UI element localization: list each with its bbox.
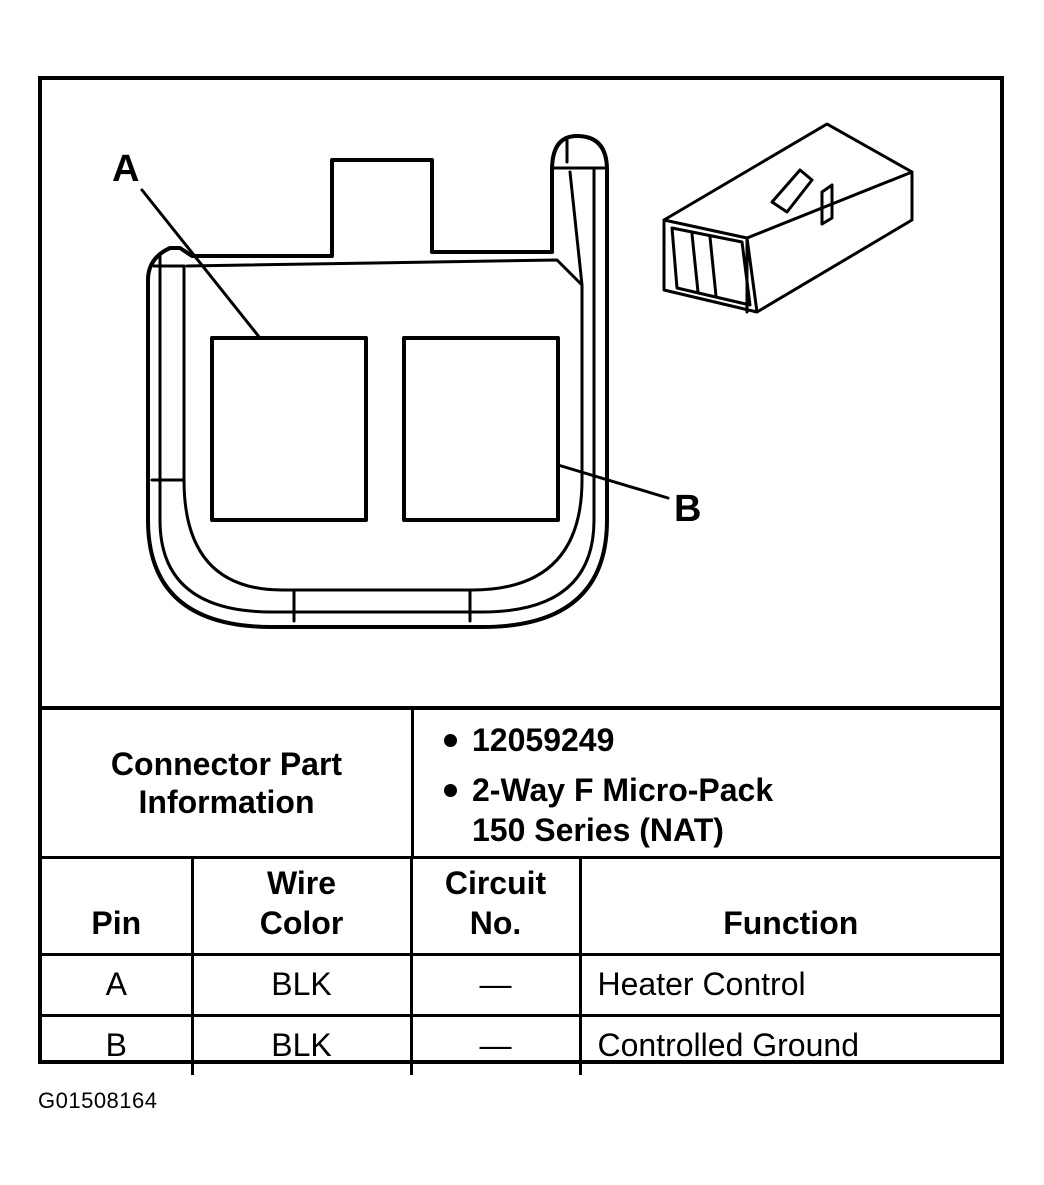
connector-description-item: 2-Way F Micro-Pack 150 Series (NAT) <box>444 770 774 850</box>
cell-pin: A <box>42 954 194 1017</box>
cell-circuit: — <box>411 1015 582 1075</box>
pin-table-header-row: Pin Wire Color Circuit No. Function <box>42 859 1000 956</box>
cell-wire-color: BLK <box>192 954 413 1017</box>
connector-part-info-values: 12059249 2-Way F Micro-Pack 150 Series (… <box>414 710 1000 856</box>
cavity-b <box>402 336 560 522</box>
header-circuit-line2: No. <box>469 904 522 941</box>
connector-face-outer <box>146 134 609 629</box>
connector-part-info-row: Connector Part Information 12059249 2-Wa… <box>42 710 1000 859</box>
header-circuit-line1: Circuit <box>444 864 547 901</box>
cell-wire-color: BLK <box>192 1015 413 1075</box>
part-number-item: 12059249 <box>444 720 615 760</box>
cell-function: Heater Control <box>580 954 1000 1017</box>
callout-label-b: B <box>674 488 702 530</box>
cell-circuit: — <box>411 954 582 1017</box>
leader-line-b <box>556 463 670 500</box>
diagram-frame: A B Connector Part Information 12059249 … <box>38 76 1004 1075</box>
callout-label-a: A <box>112 148 140 190</box>
cell-function: Controlled Ground <box>597 1027 859 1063</box>
cavity-a <box>210 336 368 522</box>
connector-illustration: A B <box>42 80 1000 710</box>
figure-id: G01508164 <box>38 1088 158 1113</box>
part-number: 12059249 <box>472 722 615 758</box>
description-line1: 2-Way F Micro-Pack <box>472 772 774 808</box>
table-row: A BLK — Heater Control <box>42 954 1000 1017</box>
pin-table: Pin Wire Color Circuit No. Function A BL… <box>42 859 1000 1075</box>
info-label-line1: Connector Part <box>110 746 343 782</box>
header-wire-color: Wire Color <box>192 859 413 956</box>
latch-arm-inner <box>568 170 584 287</box>
table-row: B BLK — Controlled Ground <box>42 1015 1000 1075</box>
connector-face-rim <box>158 168 596 614</box>
connector-drawing <box>140 122 914 629</box>
bullet-icon <box>444 734 457 747</box>
info-label-line2: Information <box>138 784 315 820</box>
leader-line-a <box>140 188 262 340</box>
connector-face-inner <box>182 258 584 592</box>
connector-part-info-label: Connector Part Information <box>42 710 414 856</box>
header-function: Function <box>580 859 1000 956</box>
header-wire-color-line2: Color <box>259 904 344 941</box>
header-pin: Pin <box>42 859 194 956</box>
bottom-tab <box>292 588 472 623</box>
connector-isometric <box>662 122 914 314</box>
cell-pin: B <box>42 1015 194 1075</box>
bullet-icon <box>444 784 457 797</box>
header-circuit-no: Circuit No. <box>411 859 582 956</box>
description-line2: 150 Series (NAT) <box>472 812 724 848</box>
header-wire-color-line1: Wire <box>266 864 337 901</box>
